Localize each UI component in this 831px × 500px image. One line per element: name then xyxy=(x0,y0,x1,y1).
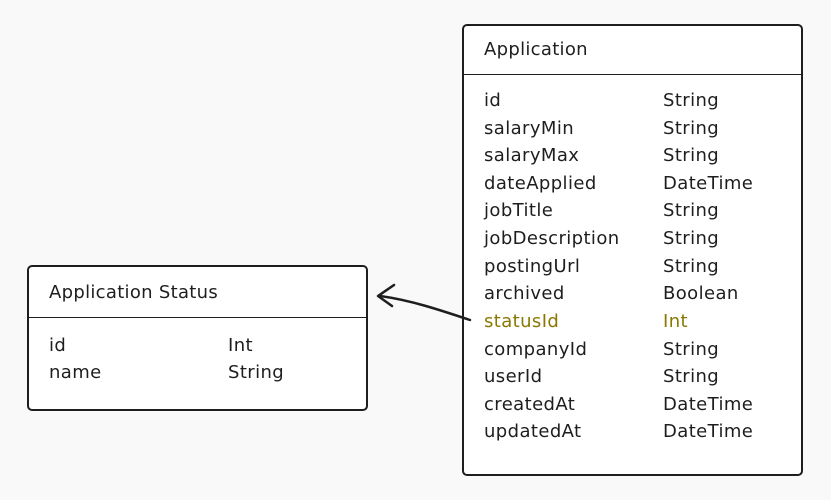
field-name: name xyxy=(49,362,102,383)
field-type: String xyxy=(228,362,285,383)
field-type: String xyxy=(663,200,720,221)
field-name: jobTitle xyxy=(484,200,554,221)
application-entity-title: Application xyxy=(464,26,801,75)
field-name: salaryMin xyxy=(484,118,575,139)
field-name: archived xyxy=(484,283,565,304)
field-type: String xyxy=(663,228,720,249)
field-name: statusId xyxy=(484,311,560,332)
field-type: String xyxy=(663,90,720,111)
field-type: String xyxy=(663,339,720,360)
field-type: String xyxy=(663,256,720,277)
field-type: Int xyxy=(663,311,688,332)
field-name: userId xyxy=(484,366,543,387)
field-name: updatedAt xyxy=(484,421,582,442)
field-type: DateTime xyxy=(663,421,754,442)
application-status-entity-box[interactable]: Application Status id Int name String xyxy=(27,265,368,411)
field-name: dateApplied xyxy=(484,173,597,194)
field-name: postingUrl xyxy=(484,256,581,277)
field-type: String xyxy=(663,118,720,139)
field-type: String xyxy=(663,366,720,387)
application-entity-box[interactable]: Application id String salaryMin String s… xyxy=(462,24,803,476)
field-type: Int xyxy=(228,335,253,356)
field-name: id xyxy=(484,90,502,111)
field-type: String xyxy=(663,145,720,166)
field-type: Boolean xyxy=(663,283,739,304)
field-name: createdAt xyxy=(484,394,576,415)
field-name: salaryMax xyxy=(484,145,580,166)
field-type: DateTime xyxy=(663,394,754,415)
field-type: DateTime xyxy=(663,173,754,194)
application-status-entity-title: Application Status xyxy=(29,267,366,318)
relation-arrow-line xyxy=(378,294,472,322)
relation-arrowhead xyxy=(376,283,396,308)
field-name: companyId xyxy=(484,339,588,360)
field-name: id xyxy=(49,335,67,356)
field-name: jobDescription xyxy=(484,228,620,249)
